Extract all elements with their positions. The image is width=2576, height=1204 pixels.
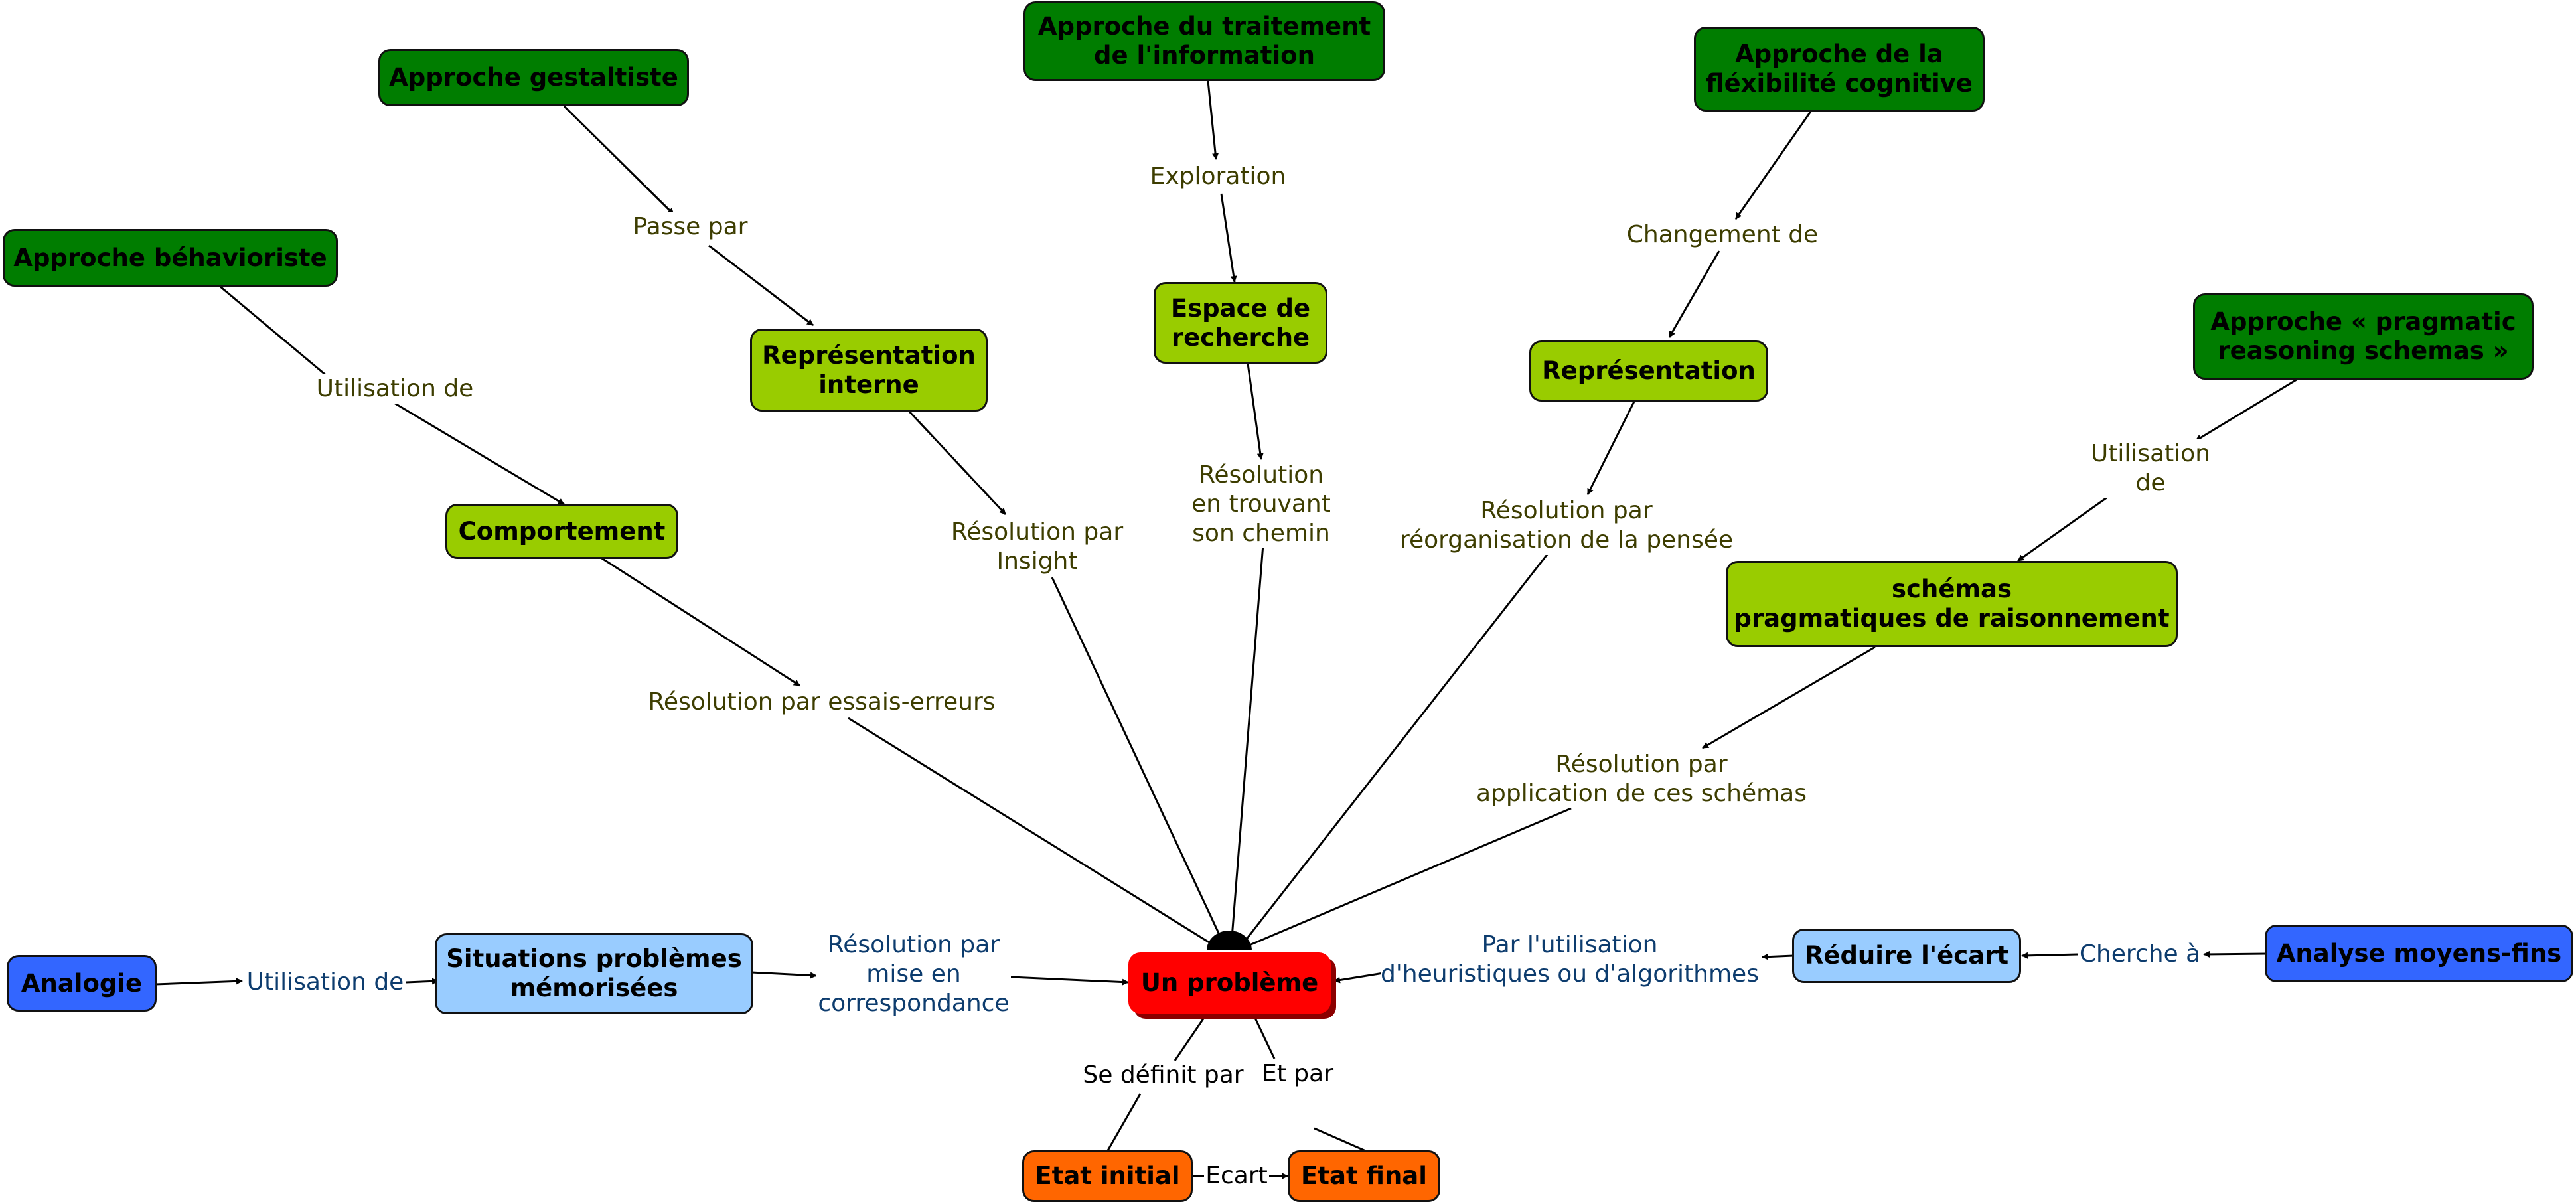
link-label-resolution-chemin: Résolution en trouvant son chemin [1178,461,1344,548]
link-label-resolution-application-schemas: Résolution par application de ces schéma… [1472,750,1811,808]
link-label-utilisation-de-behavioriste: Utilisation de [309,374,481,404]
node-approche-behavioriste[interactable]: Approche béhavioriste [3,229,338,287]
node-analogie[interactable]: Analogie [7,955,157,1012]
link-label-resolution-essais-erreurs: Résolution par essais-erreurs [643,688,1001,717]
node-analyse-moyens-fins[interactable]: Analyse moyens-fins [2265,925,2573,982]
link-label-cherche-a: Cherche à [2079,940,2201,969]
node-schemas-pragmatiques[interactable]: schémas pragmatiques de raisonnement [1726,561,2178,647]
convergence-point [1207,931,1252,950]
node-etat-initial[interactable]: Etat initial [1022,1150,1193,1202]
node-etat-final[interactable]: Etat final [1288,1150,1440,1202]
node-approche-pragmatic-reasoning[interactable]: Approche « pragmatic reasoning schemas » [2193,293,2534,380]
node-situations-problemes-memorisees[interactable]: Situations problèmes mémorisées [435,933,753,1014]
node-espace-de-recherche[interactable]: Espace de recherche [1154,282,1327,364]
link-label-changement-de: Changement de [1620,220,1825,250]
node-un-probleme[interactable]: Un problème [1128,952,1331,1014]
link-label-ecart: Ecart [1204,1162,1269,1191]
link-label-resolution-reorganisation: Résolution par réorganisation de la pens… [1397,496,1736,555]
link-label-utilisation-de-analogie: Utilisation de [244,968,406,997]
link-label-utilisation-de-pragmatic: Utilisation de [2071,439,2230,498]
link-label-et-par: Et par [1258,1059,1337,1089]
node-representation-interne[interactable]: Représentation interne [750,329,988,412]
node-approche-flexibilite-cognitive[interactable]: Approche de la fléxibilité cognitive [1694,27,1985,112]
link-label-heuristiques-algorithmes: Par l'utilisation d'heuristiques ou d'al… [1381,931,1759,989]
link-label-passe-par: Passe par [624,212,757,242]
link-label-se-definit-par: Se définit par [1079,1061,1248,1090]
node-approche-traitement-information[interactable]: Approche du traitement de l'information [1023,1,1385,81]
link-label-resolution-correspondance: Résolution par mise en correspondance [816,931,1011,1018]
node-representation[interactable]: Représentation [1529,340,1768,402]
link-label-resolution-insight: Résolution par Insight [939,518,1135,576]
node-reduire-ecart[interactable]: Réduire l'écart [1792,929,2021,983]
node-approche-gestaltiste[interactable]: Approche gestaltiste [378,49,689,106]
link-label-exploration: Exploration [1145,162,1291,191]
node-comportement[interactable]: Comportement [445,504,678,559]
